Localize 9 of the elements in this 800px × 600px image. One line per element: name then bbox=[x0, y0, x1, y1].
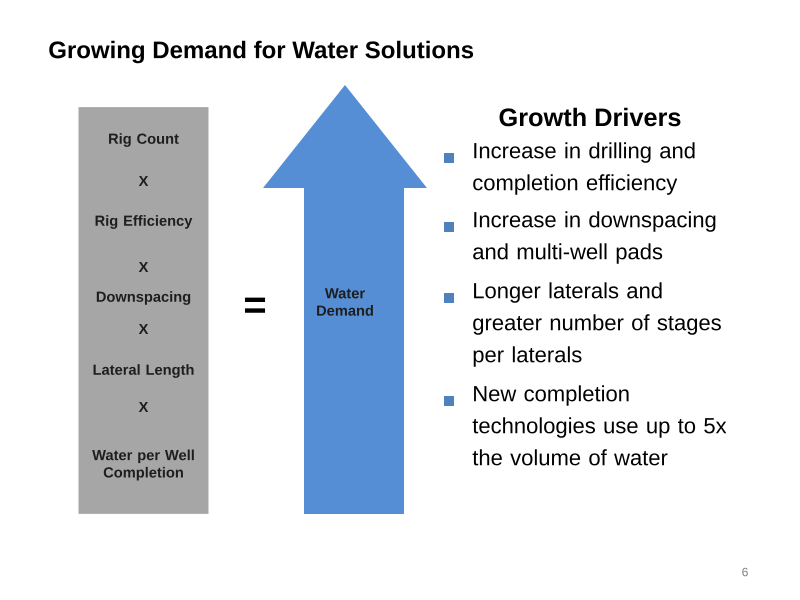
slide-title: Growing Demand for Water Solutions bbox=[49, 40, 474, 64]
equals-sign: = bbox=[244, 298, 266, 313]
bullet-item: Increase in downspacing and multi-well pads bbox=[444, 211, 716, 264]
factor-box: Rig Count X Rig Efficiency X Downspacing X Lateral Length X Water per Well Completion bbox=[78, 107, 208, 514]
bullet-item: Increase in drilling and completion efficiency bbox=[444, 142, 695, 195]
section-heading: Growth Drivers bbox=[500, 108, 680, 126]
bullet-item: New completion technologies use up to 5x the volume of water bbox=[444, 385, 726, 466]
page-number: 6 bbox=[742, 568, 748, 576]
bullet-item: Longer laterals and greater number of stages per laterals bbox=[444, 282, 721, 367]
